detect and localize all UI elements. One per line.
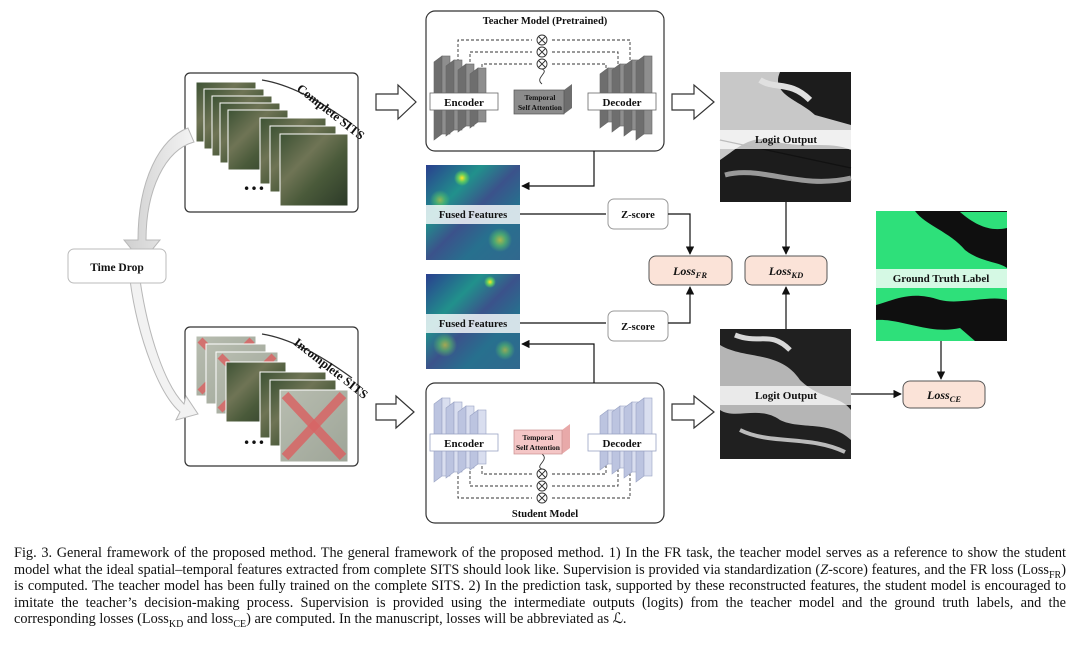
incomplete-sits-panel: … Incomplete SITS — [184, 326, 371, 467]
teacher-fused-features: Fused Features — [426, 165, 520, 260]
figure-caption: Fig. 3. General framework of the propose… — [14, 545, 1066, 631]
svg-text:Z-score: Z-score — [621, 210, 655, 221]
svg-text:Logit Output: Logit Output — [755, 134, 817, 146]
svg-text:Self Attention: Self Attention — [516, 443, 561, 452]
hollow-arrow — [375, 83, 715, 430]
svg-text:Self Attention: Self Attention — [518, 103, 563, 112]
concat-icon — [536, 468, 548, 504]
zscore-box-student: Z-score — [607, 310, 669, 342]
svg-text:LossCE: LossCE — [926, 388, 961, 404]
teacher-decoder: Decoder — [587, 55, 657, 141]
student-logit-output: Logit Output — [720, 329, 851, 459]
svg-text:Decoder: Decoder — [602, 97, 641, 109]
time-drop-box: Time Drop — [67, 248, 167, 284]
svg-text:Encoder: Encoder — [444, 438, 484, 450]
svg-text:Z-score: Z-score — [621, 322, 655, 333]
teacher-model-panel: Teacher Model (Pretrained) Encoder — [425, 10, 665, 152]
student-encoder: Encoder — [429, 397, 499, 483]
masked-image-stack — [195, 335, 349, 463]
svg-text:LossKD: LossKD — [768, 264, 803, 280]
svg-text:Logit Output: Logit Output — [755, 390, 817, 402]
svg-text:Fused Features: Fused Features — [439, 210, 507, 221]
svg-text:Decoder: Decoder — [602, 438, 641, 450]
teacher-model-title: Teacher Model (Pretrained) — [483, 16, 608, 27]
loss-ce-box: LossCE — [902, 380, 986, 409]
framework-diagram: … Complete SITS — [67, 10, 1007, 524]
teacher-temporal-attention: Temporal Self Attention — [513, 84, 572, 115]
loss-fr-box: LossFR — [648, 255, 733, 286]
complete-sits-panel: … Complete SITS — [184, 72, 367, 213]
satellite-image-stack — [195, 81, 349, 207]
ground-truth-label-image: Ground Truth Label — [876, 211, 1007, 341]
svg-text:Fused Features: Fused Features — [439, 319, 507, 330]
concat-icon — [536, 34, 548, 70]
teacher-encoder: Encoder — [429, 55, 499, 141]
student-model-title: Student Model — [512, 509, 578, 520]
svg-text:Temporal: Temporal — [525, 93, 556, 102]
sits-ellipsis: … — [243, 170, 265, 195]
connector-arrows — [520, 151, 946, 399]
svg-text:Ground Truth Label: Ground Truth Label — [893, 273, 990, 285]
student-temporal-attention: Temporal Self Attention — [513, 424, 570, 455]
loss-kd-box: LossKD — [744, 255, 828, 286]
sits-ellipsis: … — [243, 424, 265, 449]
svg-text:LossFR: LossFR — [672, 264, 707, 280]
zscore-box-teacher: Z-score — [607, 198, 669, 230]
student-fused-features: Fused Features — [426, 274, 520, 369]
svg-text:Time Drop: Time Drop — [90, 262, 144, 274]
student-decoder: Decoder — [587, 397, 657, 483]
svg-text:Temporal: Temporal — [523, 433, 554, 442]
teacher-logit-output: Logit Output — [719, 72, 852, 202]
svg-text:Encoder: Encoder — [444, 97, 484, 109]
student-model-panel: Student Model Encoder — [425, 382, 665, 524]
